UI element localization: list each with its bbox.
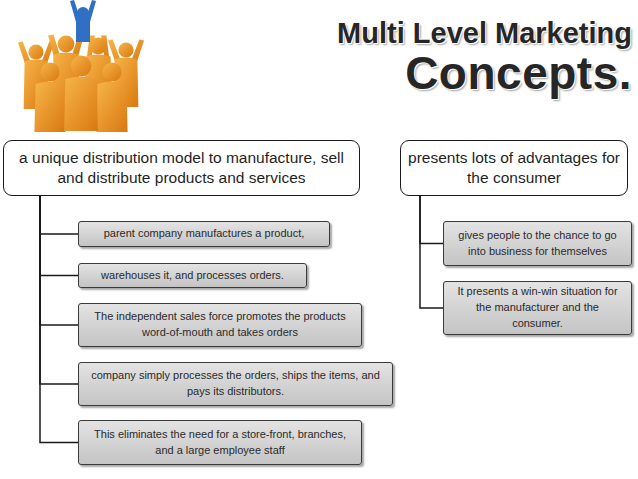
tree-connector — [40, 196, 78, 276]
text-stack: warehouses it, and processes orders. — [101, 268, 284, 284]
detail-box: The independent sales force promotes the… — [78, 303, 362, 347]
person-head — [28, 44, 43, 59]
tree-connector — [40, 196, 78, 443]
box-text: company simply processes the orders, shi… — [87, 368, 384, 400]
box-text: gives people to the chance to go into bu… — [452, 228, 623, 260]
person-head — [102, 62, 121, 81]
person-head — [58, 36, 75, 53]
category-box: presents lots of advantages for the cons… — [400, 140, 628, 196]
detail-box: gives people to the chance to go into bu… — [443, 221, 632, 266]
box-text: a unique distribution model to manufactu… — [10, 148, 353, 188]
text-stack: The independent sales force promotes the… — [87, 309, 353, 341]
detail-box: parent company manufactures a product, — [78, 221, 330, 247]
person-figure — [64, 56, 98, 131]
tree-connector — [420, 196, 443, 308]
text-stack: company simply processes the orders, shi… — [87, 368, 384, 400]
box-text: warehouses it, and processes orders. — [101, 268, 284, 284]
person-body — [34, 82, 65, 132]
leader-figure — [70, 0, 96, 42]
leader-body — [70, 0, 96, 42]
detail-box: warehouses it, and processes orders. — [78, 263, 307, 288]
detail-box: It presents a win-win situation for the … — [443, 281, 632, 335]
person-figure — [34, 62, 65, 132]
detail-box: company simply processes the orders, shi… — [78, 362, 393, 406]
person-head — [118, 42, 133, 57]
person-head — [71, 56, 92, 77]
person-head — [40, 62, 59, 81]
tree-connector — [40, 196, 78, 384]
text-stack: presents lots of advantages for the cons… — [407, 148, 621, 188]
box-text: The independent sales force promotes the… — [87, 309, 353, 341]
detail-box: This eliminates the need for a store-fro… — [78, 420, 362, 465]
text-stack: parent company manufactures a product, — [104, 226, 305, 242]
tree-connector — [420, 196, 443, 244]
team-illustration — [8, 0, 148, 132]
box-text: presents lots of advantages for the cons… — [407, 148, 621, 188]
box-text: This eliminates the need for a store-fro… — [87, 427, 353, 459]
box-text: parent company manufactures a product, — [104, 226, 305, 242]
person-head — [90, 38, 107, 55]
text-stack: gives people to the chance to go into bu… — [452, 228, 623, 260]
text-stack: It presents a win-win situation for the … — [452, 284, 623, 332]
diagram-title: Multi Level Marketing Concepts. — [330, 4, 632, 96]
category-box: a unique distribution model to manufactu… — [3, 140, 360, 196]
tree-connector — [40, 196, 78, 325]
person-figure — [96, 62, 127, 132]
person-body — [64, 76, 98, 131]
box-text: It presents a win-win situation for the … — [452, 284, 623, 332]
tree-connector — [40, 196, 78, 234]
text-stack: This eliminates the need for a store-fro… — [87, 427, 353, 459]
text-stack: a unique distribution model to manufactu… — [10, 148, 353, 188]
person-body — [96, 82, 127, 132]
